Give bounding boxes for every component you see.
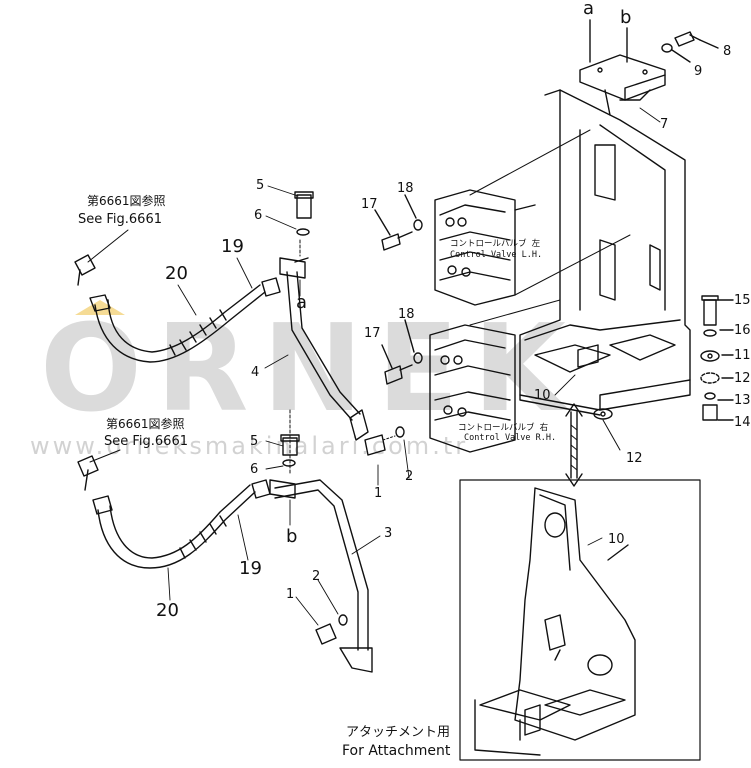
callout-2-mid: 2: [405, 469, 414, 484]
callout-13: 13: [734, 393, 751, 408]
callout-leaders: [167, 107, 661, 626]
callout-6-lower: 6: [250, 462, 259, 477]
callout-1-mid: 1: [374, 486, 383, 501]
part-7-bracket: [579, 19, 666, 116]
callout-10-frame: 10: [534, 388, 551, 403]
callout-20-upper: 20: [165, 263, 188, 284]
see-fig-en-lower: See Fig.6661: [104, 434, 188, 449]
see-fig-jp-lower: 第6661図参照: [106, 417, 185, 431]
control-valve-rh: [429, 324, 516, 453]
callout-5-lower: 5: [250, 434, 259, 449]
watermark-accent: [75, 300, 125, 315]
callout-16: 16: [734, 323, 751, 338]
callout-7: 7: [660, 117, 669, 132]
bolt-17-washer-18-lower: [381, 319, 423, 385]
attachment-label-en: For Attachment: [342, 743, 451, 759]
callout-11: 11: [734, 348, 751, 363]
upper-hose-assembly: [74, 191, 369, 441]
callout-8: 8: [723, 44, 732, 59]
lower-hose-assembly: [77, 409, 405, 673]
callout-14: 14: [734, 415, 751, 430]
callout-b-low: b: [286, 526, 298, 547]
attachment-box: [459, 479, 701, 761]
bolt-8-washer-9: [661, 31, 719, 63]
callout-18-lower: 18: [398, 307, 415, 322]
swap-arrow: [565, 403, 583, 487]
callout-12-right: 12: [734, 371, 751, 386]
callout-1-lower: 1: [286, 587, 295, 602]
see-fig-jp-upper: 第6661図参照: [87, 194, 166, 208]
callout-17-upper: 17: [361, 197, 378, 212]
callout-a-mid: a: [296, 292, 308, 313]
control-valve-lh-en: Control Valve L.H.: [450, 250, 543, 260]
control-valve-rh-jp: コントロールバルブ 右: [458, 423, 549, 433]
callout-18-upper: 18: [397, 181, 414, 196]
callout-4: 4: [251, 365, 260, 380]
callout-12-bottom: 12: [626, 451, 643, 466]
callout-17-lower: 17: [364, 326, 381, 341]
control-valve-lh-jp: コントロールバルブ 左: [450, 239, 541, 249]
main-bracket: [519, 89, 691, 416]
attachment-label-jp: アタッチメント用: [346, 725, 451, 740]
callout-9: 9: [694, 64, 703, 79]
callout-b-top: b: [620, 7, 632, 28]
callout-a-top: a: [583, 0, 595, 19]
callout-20-lower: 20: [156, 600, 179, 621]
control-valve-rh-en: Control Valve R.H.: [464, 433, 557, 443]
bolt-17-washer-18-upper: [374, 194, 423, 251]
callout-3: 3: [384, 526, 393, 541]
callout-10-attachment: 10: [608, 532, 625, 547]
callout-19-upper: 19: [221, 236, 244, 257]
callout-5-upper: 5: [256, 178, 265, 193]
callout-2-lower: 2: [312, 569, 321, 584]
callout-19-lower: 19: [239, 558, 262, 579]
see-fig-en-upper: See Fig.6661: [78, 212, 162, 227]
callout-6-upper: 6: [254, 208, 263, 223]
callout-15: 15: [734, 293, 751, 308]
right-fasteners: [700, 295, 734, 421]
